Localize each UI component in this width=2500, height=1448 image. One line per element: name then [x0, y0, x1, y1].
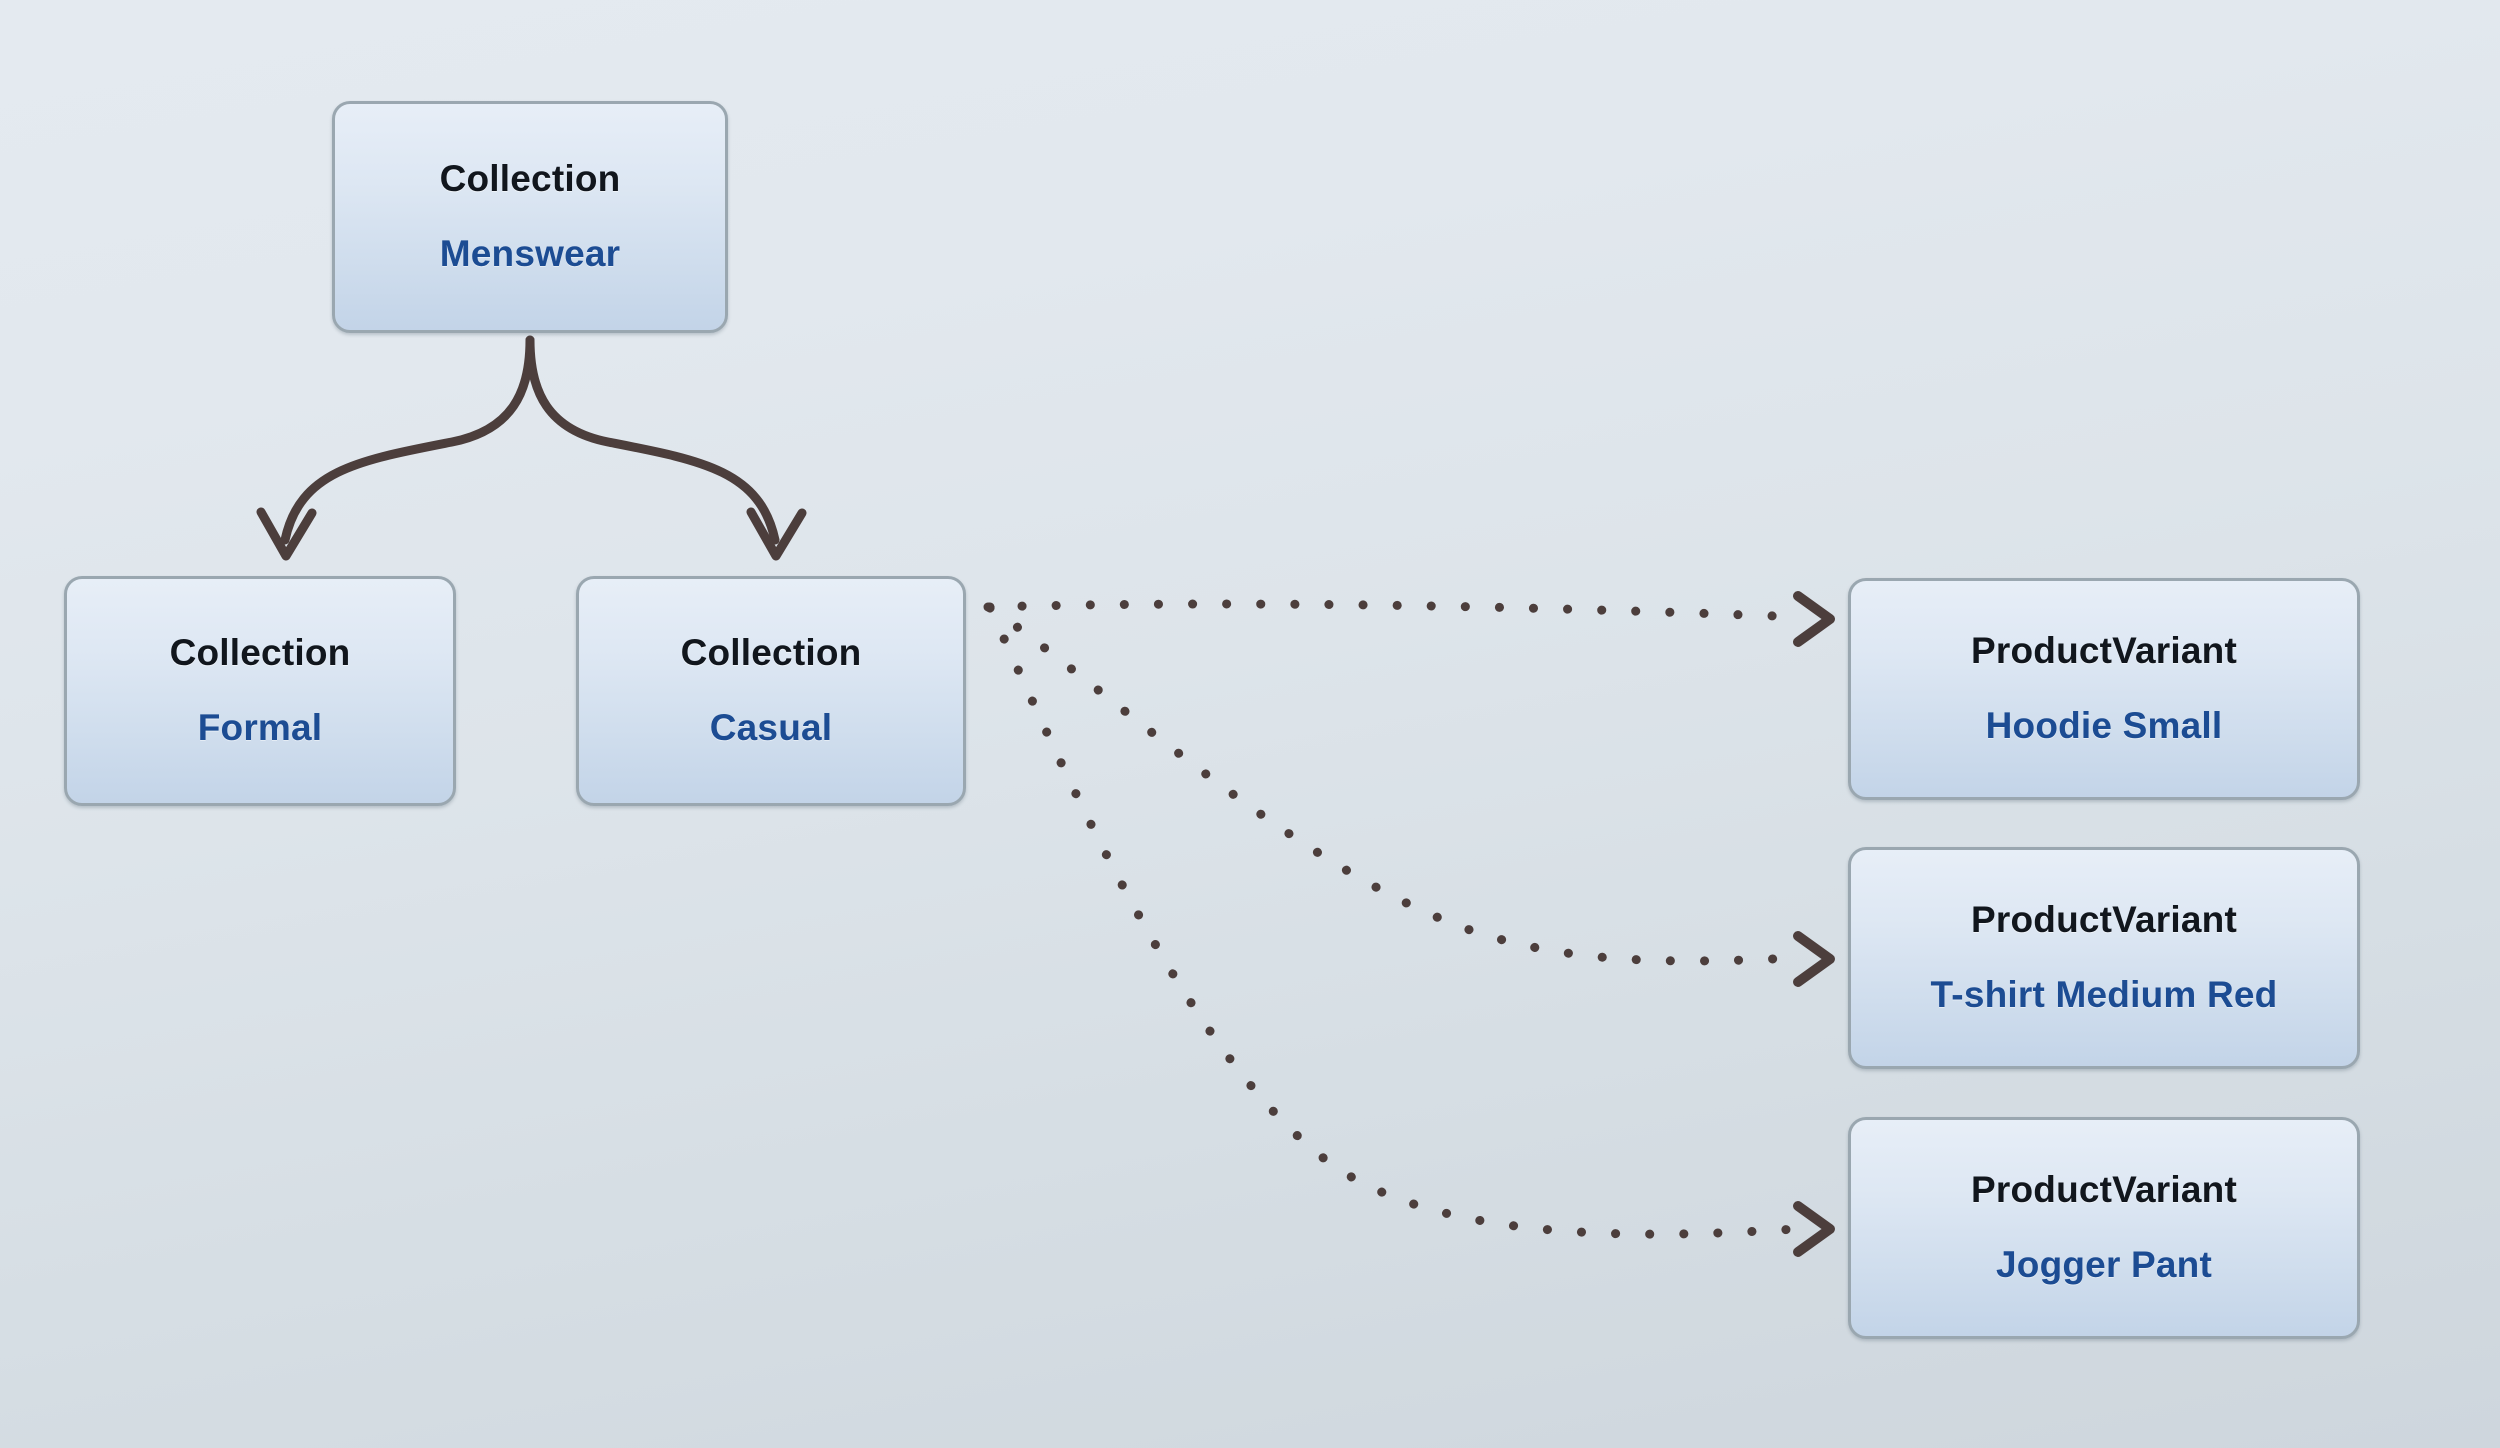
node-type-label: Collection [680, 632, 862, 674]
edge-casual-hoodie [983, 591, 1835, 647]
node-type-label: Collection [169, 632, 351, 674]
node-collection-casual[interactable]: Collection Casual [576, 576, 966, 806]
node-type-label: ProductVariant [1971, 1169, 2237, 1211]
node-value-label: Casual [709, 707, 833, 748]
node-collection-menswear[interactable]: Collection Menswear [332, 101, 728, 333]
node-value-label: T-shirt Medium Red [1930, 974, 2278, 1015]
node-value-label: Menswear [439, 233, 621, 274]
node-productvariant-jogger-pant[interactable]: ProductVariant Jogger Pant [1848, 1117, 2360, 1339]
node-type-label: ProductVariant [1971, 630, 2237, 672]
node-type-label: ProductVariant [1971, 899, 2237, 941]
edge-menswear-casual [525, 335, 807, 561]
node-productvariant-hoodie-small[interactable]: ProductVariant Hoodie Small [1848, 578, 2360, 800]
node-value-label: Formal [197, 707, 323, 748]
node-value-label: Hoodie Small [1985, 705, 2223, 746]
edge-casual-tshirt [985, 602, 1835, 987]
edge-menswear-formal [256, 335, 535, 561]
node-value-label: Jogger Pant [1995, 1244, 2213, 1285]
node-type-label: Collection [439, 158, 621, 200]
node-productvariant-tshirt-medium-red[interactable]: ProductVariant T-shirt Medium Red [1848, 847, 2360, 1069]
node-collection-formal[interactable]: Collection Formal [64, 576, 456, 806]
edge-casual-jogger [985, 603, 1835, 1257]
